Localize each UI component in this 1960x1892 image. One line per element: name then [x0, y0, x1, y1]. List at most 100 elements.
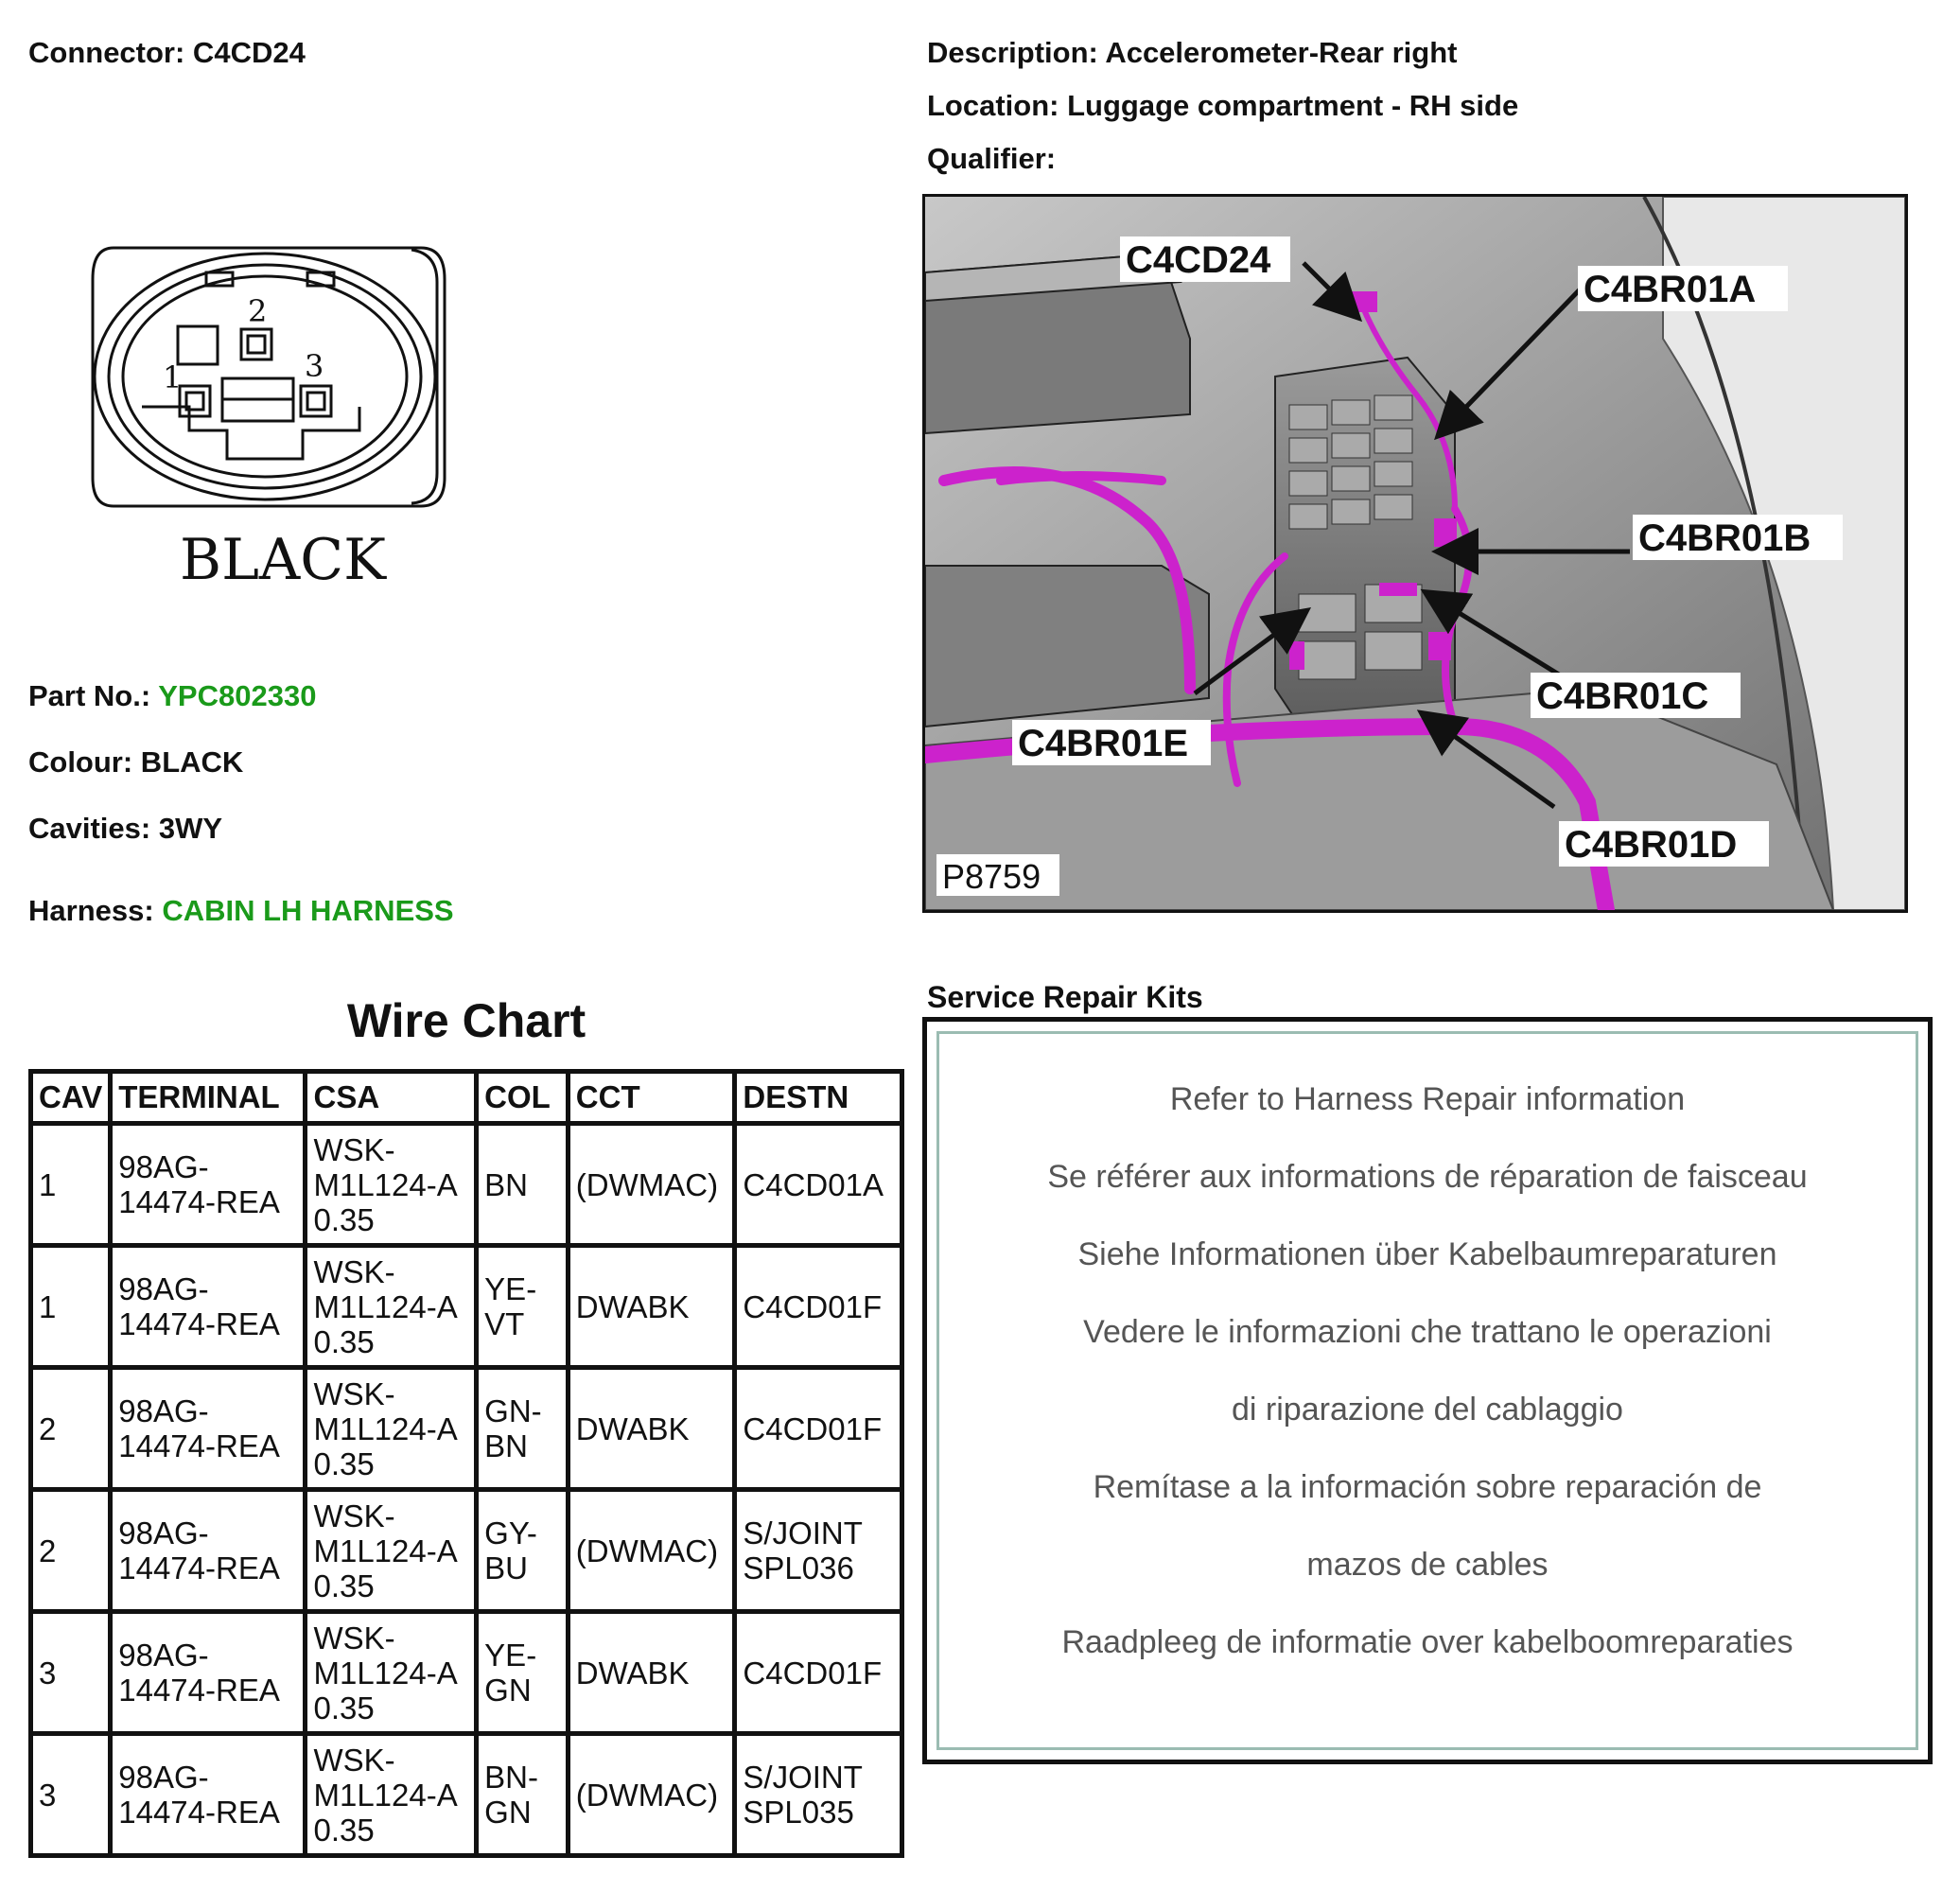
callout-c4br01b: C4BR01B: [1638, 517, 1811, 559]
cell-line: BN: [484, 1428, 529, 1463]
cell-line: 0.35: [313, 1445, 375, 1481]
pin-1-label: 1: [163, 359, 182, 395]
cell-cct: (DWMAC): [565, 1121, 738, 1248]
cell-line: 98AG-: [118, 1515, 209, 1550]
cell-line: M1L124-A: [313, 1288, 458, 1324]
cell-line: S/JOINT: [743, 1515, 863, 1550]
connector-label: Connector: C4CD24: [28, 36, 306, 69]
cell-line: 14474-REA: [118, 1428, 280, 1463]
cell-col: GY-BU: [474, 1487, 570, 1614]
cell-line: WSK-: [313, 1742, 395, 1778]
cell-line: 0.35: [313, 1568, 375, 1603]
cell-line: WSK-: [313, 1498, 395, 1533]
cell-destn: C4CD01F: [732, 1365, 904, 1492]
callout-c4cd24: C4CD24: [1126, 239, 1271, 281]
cell-line: 98AG-: [118, 1638, 209, 1673]
cell-line: WSK-: [313, 1253, 395, 1289]
cell-line: YE-: [484, 1271, 537, 1306]
cell-cct: DWABK: [565, 1243, 738, 1370]
repair-line: mazos de cables: [1306, 1547, 1549, 1583]
header-cct: CCT: [565, 1069, 738, 1126]
cell-cav: 3: [27, 1731, 114, 1858]
cell-line: 0.35: [313, 1812, 375, 1848]
cell-line: 14474-REA: [118, 1550, 280, 1585]
cell-terminal: 98AG-14474-REA: [108, 1365, 308, 1492]
cell-line: YE-: [484, 1638, 537, 1673]
repair-line: Siehe Informationen über Kabelbaumrepara…: [1077, 1236, 1777, 1272]
cell-line: GN: [484, 1673, 532, 1708]
cell-line: BU: [484, 1550, 529, 1585]
connector-colour-text: BLACK: [180, 527, 387, 593]
harness: Harness: CABIN LH HARNESS: [28, 894, 454, 928]
cell-line: 98AG-: [118, 1149, 209, 1184]
cell-line: SPL036: [743, 1550, 854, 1585]
cell-line: C4CD01F: [743, 1655, 883, 1691]
repair-line: Refer to Harness Repair information: [1169, 1081, 1686, 1117]
cell-destn: C4CD01F: [732, 1243, 904, 1370]
part-number-value: YPC802330: [158, 679, 317, 712]
location-label: Location: Luggage compartment - RH side: [927, 89, 1519, 122]
part-number: Part No.: YPC802330: [28, 679, 316, 713]
cell-cct: DWABK: [565, 1609, 738, 1736]
repair-line: Vedere le informazioni che trattano le o…: [1083, 1314, 1772, 1350]
cell-line: SPL035: [743, 1795, 854, 1830]
cell-line: WSK-: [313, 1620, 395, 1656]
cell-cav: 1: [27, 1121, 114, 1248]
cell-cct: DWABK: [565, 1365, 738, 1492]
cell-cav: 1: [27, 1243, 114, 1370]
cell-line: C4CD01F: [743, 1288, 883, 1324]
repair-kits-title: Service Repair Kits: [927, 980, 1203, 1014]
cell-line: C4CD01A: [743, 1166, 884, 1202]
cell-line: C4CD01F: [743, 1410, 883, 1446]
cell-col: GN-BN: [474, 1365, 570, 1492]
header-col: COL: [474, 1069, 570, 1126]
cell-line: S/JOINT: [743, 1760, 863, 1795]
repair-kits-box: Refer to Harness Repair information Se r…: [922, 1017, 1933, 1764]
cell-col: YE-VT: [474, 1243, 570, 1370]
wire-chart-header-row: CAV TERMINAL CSA COL CCT DESTN: [27, 1069, 904, 1126]
cell-line: BN-: [484, 1760, 539, 1795]
callout-c4br01a: C4BR01A: [1584, 269, 1756, 310]
cell-line: 0.35: [313, 1690, 375, 1726]
repair-line: Se référer aux informations de réparatio…: [1047, 1159, 1808, 1195]
cell-col: YE-GN: [474, 1609, 570, 1736]
cell-line: VT: [484, 1306, 525, 1341]
cell-line: WSK-: [313, 1131, 395, 1167]
cell-line: BN: [484, 1166, 529, 1202]
cell-cav: 3: [27, 1609, 114, 1736]
cell-line: 14474-REA: [118, 1306, 280, 1341]
header-csa: CSA: [303, 1069, 480, 1126]
repair-line: Raadpleeg de informatie over kabelboomre…: [1061, 1624, 1794, 1660]
cell-destn: C4CD01F: [732, 1609, 904, 1736]
header-cav: CAV: [27, 1069, 114, 1126]
cell-line: M1L124-A: [313, 1410, 458, 1446]
repair-line: Remítase a la información sobre reparaci…: [1093, 1469, 1762, 1505]
pin-2-label: 2: [248, 293, 267, 329]
colour-label: Colour: BLACK: [28, 745, 244, 779]
cell-terminal: 98AG-14474-REA: [108, 1121, 308, 1248]
harness-value: CABIN LH HARNESS: [162, 894, 454, 927]
cell-line: 98AG-: [118, 1393, 209, 1428]
cell-line: 14474-REA: [118, 1184, 280, 1219]
harness-label: Harness:: [28, 894, 154, 927]
cell-line: GN-: [484, 1393, 542, 1428]
cell-terminal: 98AG-14474-REA: [108, 1487, 308, 1614]
cell-line: M1L124-A: [313, 1655, 458, 1691]
cavities-label: Cavities: 3WY: [28, 812, 223, 845]
wire-chart-title: Wire Chart: [346, 994, 586, 1047]
cell-cct: (DWMAC): [565, 1731, 738, 1858]
part-number-label: Part No.:: [28, 679, 151, 712]
location-photo: C4CD24 C4BR01A C4BR01B C4BR01C C4BR01D C…: [922, 194, 1908, 913]
